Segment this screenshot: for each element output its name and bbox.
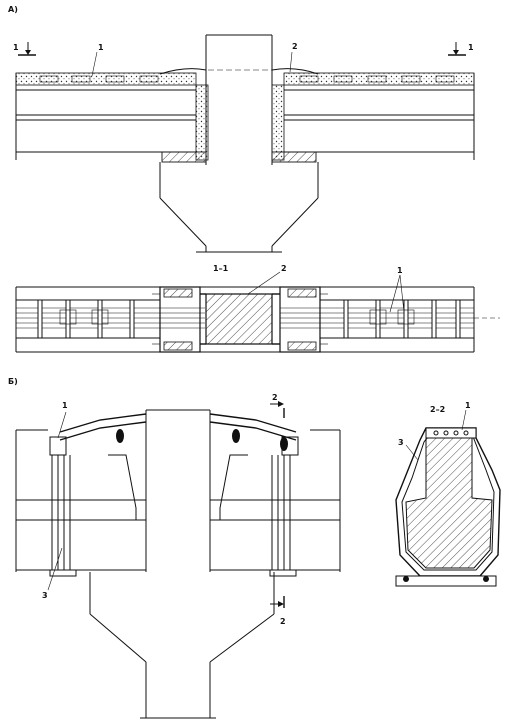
- section-2-2-title: 2–2: [430, 405, 445, 414]
- callout-3-section-label: 3: [398, 438, 404, 447]
- collar-blocks-elevation: [161, 151, 317, 163]
- panel-a-elevation: А): [8, 5, 475, 253]
- callout-3-panel-b: 3: [42, 547, 63, 600]
- column-panel-b: [145, 409, 211, 572]
- section-marker-2-top-label: 2: [272, 393, 278, 402]
- clamp-plates-plan: [37, 299, 461, 339]
- reinforcement-bars-elevation: [39, 68, 455, 83]
- callout-1-section-2-2: 1: [461, 401, 471, 431]
- section-marker-1-left-label: 1: [13, 43, 19, 52]
- section-marker-1-right-label: 1: [468, 43, 474, 52]
- longitudinal-bars-plan: [16, 307, 474, 329]
- callout-2-elevation-label: 2: [292, 42, 298, 51]
- tie-rods-panel-b: [59, 413, 297, 451]
- callout-3-panel-b-label: 3: [42, 591, 48, 600]
- panel-b-elevation: Б): [8, 377, 341, 719]
- panel-b-label: Б): [8, 377, 18, 386]
- section-marker-1-right: 1: [448, 42, 474, 56]
- callout-2-elevation: 2: [289, 42, 298, 73]
- callout-1-plan: 1: [389, 266, 405, 313]
- callout-2-plan: 2: [247, 264, 287, 295]
- section-2-2-detail: 2–2 1 3: [395, 401, 501, 587]
- callout-1-panel-b: 1: [57, 401, 68, 439]
- callout-1-section-label: 1: [465, 401, 471, 410]
- section-marker-2-bottom-label: 2: [280, 617, 286, 626]
- callout-1-panel-b-label: 1: [62, 401, 68, 410]
- column-upper: [205, 34, 273, 165]
- section-marker-2: 2 2: [270, 393, 286, 626]
- callout-1-elevation-label: 1: [98, 43, 104, 52]
- floor-slab-right: [271, 72, 475, 161]
- collar-blocks-plan: [152, 286, 328, 353]
- beam-right-panel-b: [210, 429, 341, 577]
- beam-left-panel-b: [15, 429, 146, 577]
- floor-slab-left: [15, 72, 209, 161]
- column-section-plan: [205, 293, 273, 345]
- callout-1-plan-label: 1: [397, 266, 403, 275]
- section-marker-1-left: 1: [13, 42, 36, 56]
- panel-a-label: А): [8, 5, 18, 14]
- callout-2-plan-label: 2: [281, 264, 287, 273]
- column-capital-panel-b: [89, 572, 275, 719]
- callout-3-section-2-2: 3: [398, 438, 419, 461]
- callout-1-elevation: 1: [91, 43, 104, 77]
- plan-section-title: 1–1: [213, 264, 229, 273]
- plan-section-1-1: 1–1: [15, 264, 500, 353]
- hatched-section-2-2: [405, 437, 493, 569]
- column-capital: [159, 162, 319, 253]
